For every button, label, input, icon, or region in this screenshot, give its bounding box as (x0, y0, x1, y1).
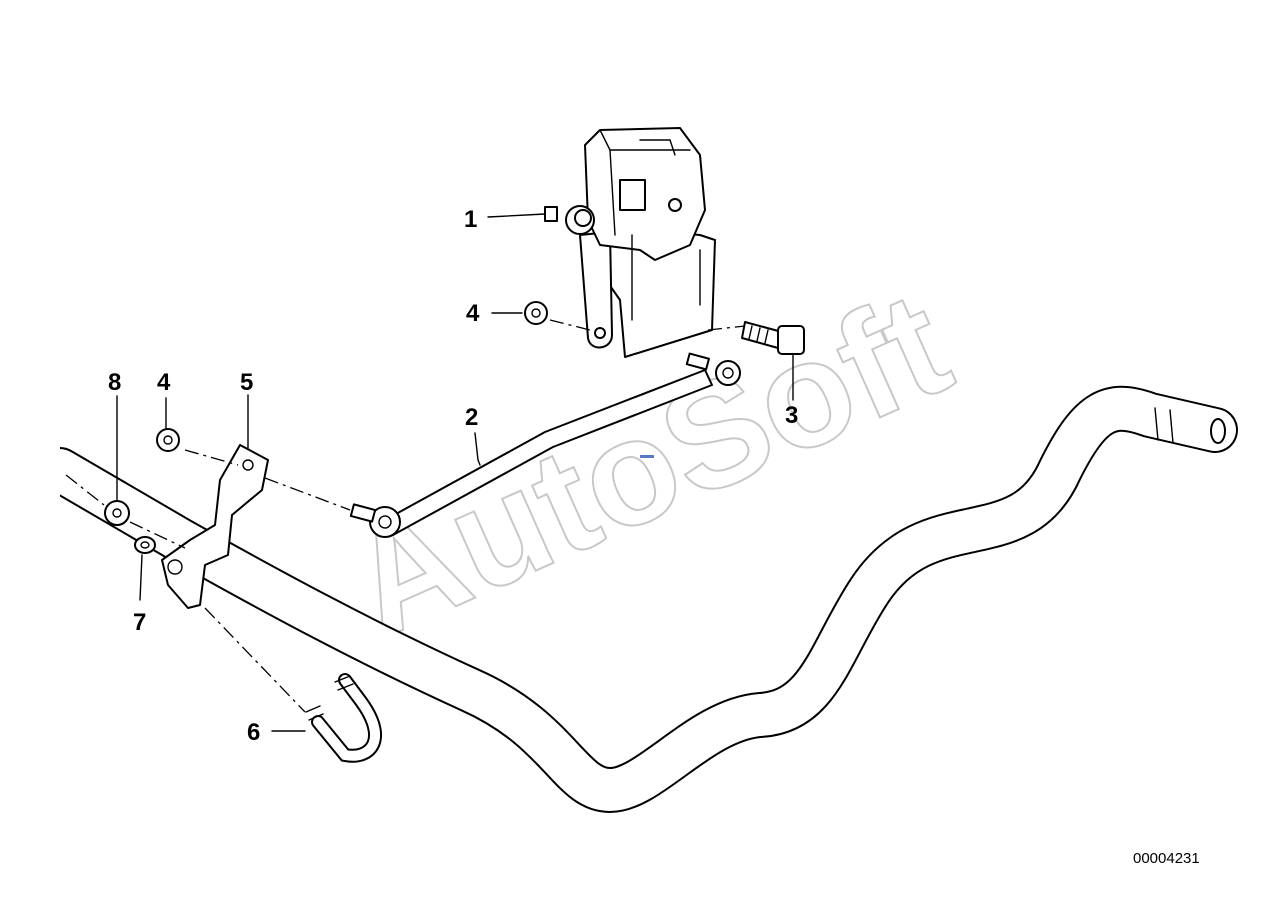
stabilizer-bar (0, 385, 1238, 813)
level-sensor (544, 127, 716, 358)
blue-mark (640, 455, 654, 458)
callout-7: 7 (133, 609, 146, 636)
connecting-link (349, 352, 741, 538)
callout-3: 3 (785, 402, 798, 429)
u-bolt (271, 673, 383, 763)
callout-4-upper: 4 (466, 300, 480, 327)
nut-upper (491, 301, 548, 325)
bolt (741, 321, 805, 401)
callout-2: 2 (465, 404, 478, 431)
assembly-lines (65, 319, 746, 713)
callout-1: 1 (464, 206, 477, 233)
callout-4-lower: 4 (157, 369, 171, 396)
callout-6: 6 (247, 719, 260, 746)
diagram-number: 00004231 (1133, 850, 1200, 867)
callout-8: 8 (108, 369, 121, 396)
callout-5: 5 (240, 369, 253, 396)
nut-lower (156, 397, 180, 452)
washer (134, 536, 156, 601)
leader-lines (474, 213, 546, 466)
bracket (161, 394, 269, 609)
hex-nut (104, 395, 130, 526)
